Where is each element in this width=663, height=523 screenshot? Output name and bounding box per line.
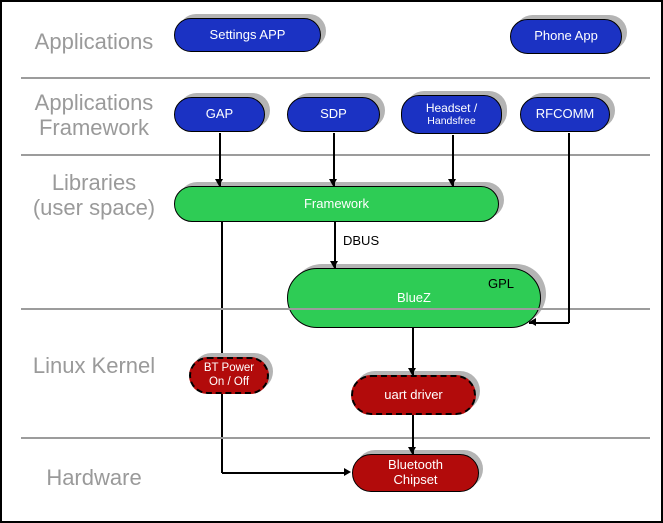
arrowhead-left-icon	[529, 318, 536, 326]
layer-divider	[21, 154, 650, 156]
node-settings-app: Settings APP	[174, 18, 321, 52]
layer-label-line: Hardware	[46, 465, 142, 490]
node-gap: GAP	[174, 97, 265, 132]
layer-label-libraries-user-space: Libraries (user space)	[12, 170, 176, 220]
node-rfcomm: RFCOMM	[520, 97, 610, 132]
edge-rfcomm-bluez-line	[529, 322, 569, 324]
node-bluetooth-chipset: Bluetooth Chipset	[352, 454, 479, 492]
layer-label-line: Framework	[38, 115, 149, 140]
node-label: On / Off	[208, 375, 250, 388]
node-label: Headset /	[425, 100, 478, 115]
edge-sdp-framework-line	[333, 133, 335, 186]
layer-label-linux-kernel: Linux Kernel	[12, 353, 176, 378]
node-label: uart driver	[384, 386, 443, 402]
node-headset-handsfree: Headset / Handsfree	[401, 95, 502, 134]
arrowhead-down-icon	[330, 261, 338, 268]
layer-divider	[21, 77, 650, 79]
layer-label-line: Libraries	[51, 170, 137, 195]
node-label: BlueZ	[397, 289, 431, 305]
node-label: Chipset	[393, 472, 438, 487]
node-phone-app: Phone App	[510, 19, 622, 54]
node-bluez: GPL BlueZ	[287, 268, 541, 328]
gpl-label: GPL	[487, 276, 514, 291]
node-label: Framework	[303, 195, 369, 211]
layer-label-line: Applications	[34, 29, 154, 54]
arrowhead-right-icon	[344, 468, 351, 476]
layer-divider	[21, 437, 650, 439]
node-label: BT Power	[203, 362, 255, 375]
layer-divider	[21, 308, 650, 310]
edge-rfcomm-bluez-line	[568, 133, 570, 323]
layer-label-applications-framework: Applications Framework	[12, 90, 176, 140]
node-label: RFCOMM	[535, 106, 595, 122]
node-label: Phone App	[534, 28, 598, 44]
edge-bluez-uart-line	[412, 328, 414, 375]
edge-framework-chipset-line	[221, 393, 223, 473]
layer-label-hardware: Hardware	[12, 465, 176, 490]
layer-label-line: (user space)	[32, 195, 156, 220]
edge-uart-chipset-line	[412, 415, 414, 454]
dbus-label: DBUS	[343, 233, 380, 248]
node-label: GAP	[205, 106, 234, 122]
arrowhead-down-icon	[408, 368, 416, 375]
node-label: SDP	[320, 106, 347, 122]
layer-label-applications: Applications	[12, 29, 176, 54]
node-sdp: SDP	[287, 97, 380, 132]
arrowhead-down-icon	[408, 447, 416, 454]
edge-framework-chipset-line	[222, 472, 345, 474]
node-uart-driver: uart driver	[351, 375, 476, 415]
node-label: Settings APP	[209, 26, 286, 42]
edge-headset-framework-line	[452, 135, 454, 186]
node-label: Bluetooth	[388, 457, 443, 473]
arrowhead-down-icon	[329, 179, 337, 186]
node-bt-power-on-off: BT Power On / Off	[189, 357, 269, 394]
node-label: Handsfree	[427, 115, 476, 128]
layer-label-line: Applications	[34, 90, 154, 115]
edge-gap-framework-line	[219, 133, 221, 186]
node-framework: Framework	[174, 186, 499, 222]
layer-label-line: Linux Kernel	[32, 353, 156, 378]
arrowhead-down-icon	[448, 179, 456, 186]
edge-framework-bluez-line	[334, 222, 336, 268]
edge-framework-chipset-line	[221, 222, 223, 358]
arrowhead-down-icon	[215, 179, 223, 186]
